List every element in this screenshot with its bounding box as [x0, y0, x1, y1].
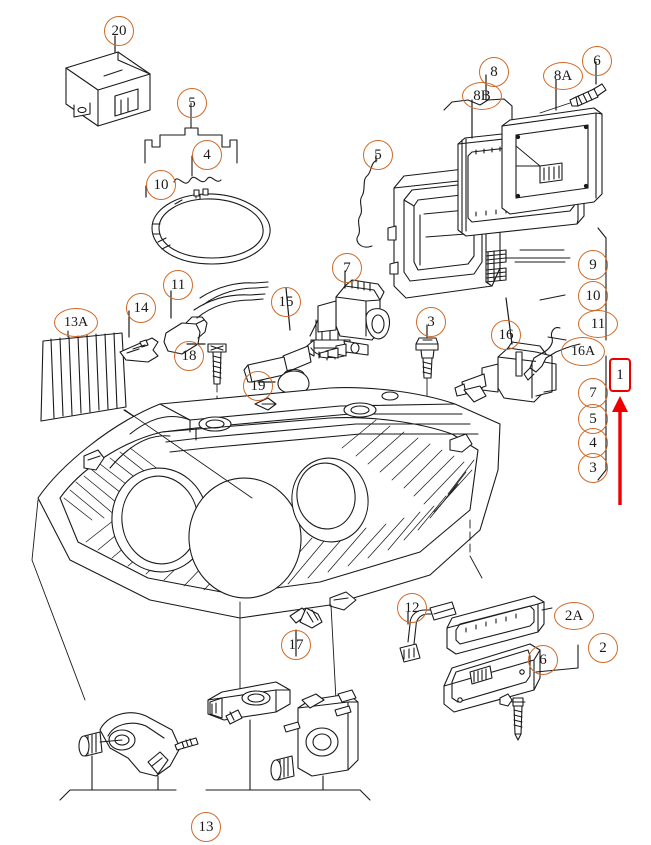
callout-10-3[interactable]: 10: [146, 170, 176, 200]
part-cover-plate-13A: [40, 330, 201, 461]
callout-2a-27[interactable]: 2A: [554, 602, 594, 630]
callout-5-1[interactable]: 5: [177, 88, 207, 118]
part-ballast-gasket-2A: [446, 595, 553, 655]
part-bracket-assembly-13: [78, 681, 359, 781]
callout-16-17[interactable]: 16: [491, 320, 521, 350]
part-gasket-ring-10: [145, 185, 271, 265]
callout-11-6[interactable]: 11: [163, 270, 193, 300]
highlighted-part-number[interactable]: 1: [609, 358, 631, 392]
callout-3-11[interactable]: 3: [416, 307, 446, 337]
callout-16a-21[interactable]: 16A: [561, 337, 605, 366]
part-igniter-16: [454, 297, 557, 403]
callout-7-10[interactable]: 7: [332, 253, 362, 283]
callout-8a-15[interactable]: 8A: [543, 62, 583, 90]
part-bulb-clip-14: [119, 310, 159, 363]
callout-6-29[interactable]: 6: [528, 645, 558, 675]
callout-6-16[interactable]: 6: [582, 46, 612, 76]
callout-13a-4[interactable]: 13A: [54, 308, 98, 337]
callout-13-31[interactable]: 13: [191, 812, 221, 842]
callout-18-7[interactable]: 18: [174, 341, 204, 371]
callout-3-25[interactable]: 3: [578, 453, 608, 483]
part-control-unit-20: [65, 35, 151, 127]
callout-4-2[interactable]: 4: [192, 140, 222, 170]
part-headlight-housing-main: [31, 385, 501, 701]
callout-14-5[interactable]: 14: [126, 293, 156, 323]
callout-19-9[interactable]: 19: [243, 371, 273, 401]
callout-5-12[interactable]: 5: [363, 140, 393, 170]
part-screw-6-top: [539, 61, 607, 114]
part-bolt-3: [415, 324, 439, 399]
callout-11-20[interactable]: 11: [578, 310, 618, 338]
callout-20-0[interactable]: 20: [104, 16, 134, 46]
callout-leader-lines: [519, 249, 567, 341]
part-screw-18: [186, 343, 227, 417]
callout-9-18[interactable]: 9: [578, 250, 608, 280]
callout-15-8[interactable]: 15: [271, 287, 301, 317]
part-screw-6-bottom: [499, 693, 526, 741]
callout-8b-14[interactable]: 8B: [462, 82, 502, 110]
callout-10-19[interactable]: 10: [578, 281, 608, 311]
callout-2-28[interactable]: 2: [588, 633, 618, 663]
bottom-bracket-line-13: [59, 719, 371, 801]
part-lens-cover-8A: [501, 79, 603, 215]
callout-17-30[interactable]: 17: [281, 630, 311, 660]
part-wiring-harness-12: [399, 601, 457, 663]
callout-12-26[interactable]: 12: [397, 593, 427, 623]
